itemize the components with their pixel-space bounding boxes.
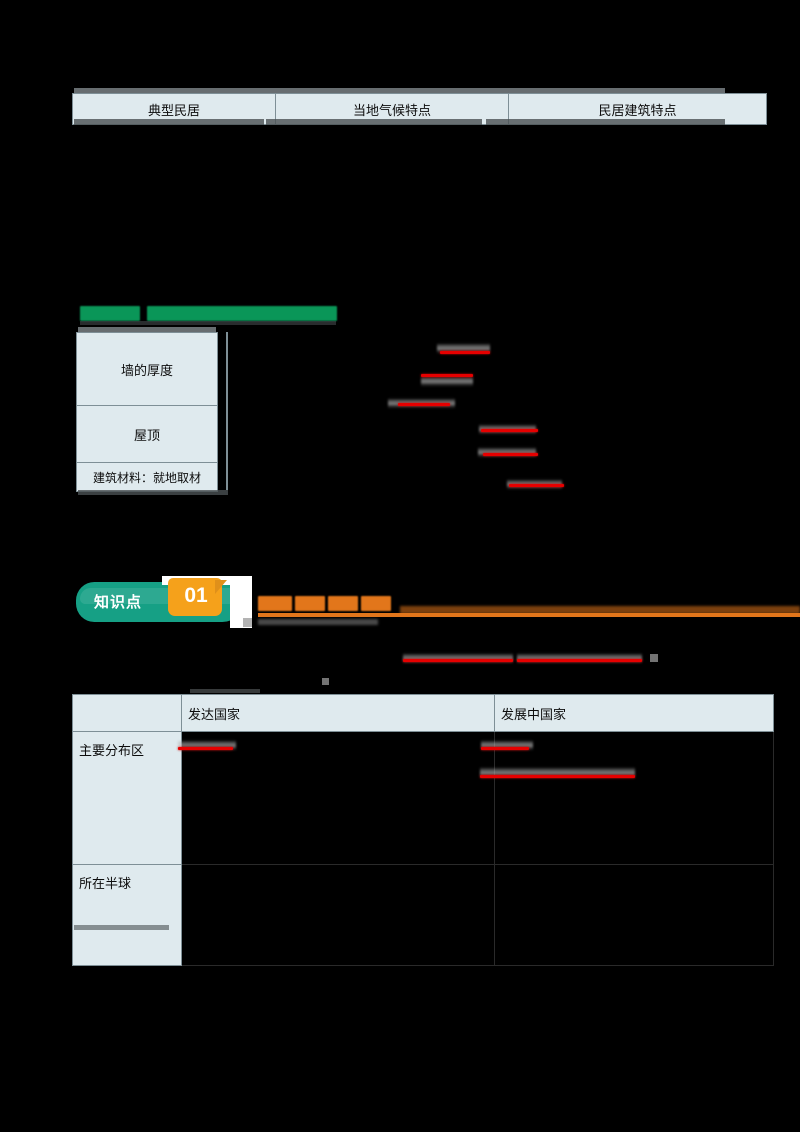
redacted-answer-10 — [481, 740, 533, 751]
orange-heading-glow — [400, 606, 800, 614]
redacted-answer-9 — [178, 740, 236, 751]
column-header-developed-countries: 发达国家 — [181, 694, 495, 732]
answer-underline-10 — [481, 747, 529, 750]
orange-heading-chunk-3 — [328, 596, 358, 611]
answer-underline-5 — [483, 453, 538, 456]
orange-heading-rule — [258, 613, 800, 617]
knowledge-point-badge: 知识点 01 — [76, 576, 252, 628]
knowledge-point-number: 01 — [184, 584, 208, 607]
answer-underline-3 — [398, 403, 450, 406]
top-table-bottom-bar — [74, 119, 264, 125]
badge-white-right-mask — [230, 576, 252, 628]
marker-square-left — [243, 618, 252, 627]
table-row-header: 发达国家 发展中国家 — [72, 694, 774, 732]
countries-comparison-table: 发达国家 发展中国家 主要分布区 所在半球 — [72, 694, 774, 966]
answer-underline-11 — [480, 775, 635, 778]
redacted-answer-5 — [478, 447, 536, 458]
top-table-bottom-bar-2 — [266, 119, 482, 125]
orange-heading-chunk-2 — [295, 596, 325, 611]
answer-underline-8 — [517, 659, 642, 662]
orange-section-heading — [258, 596, 391, 611]
green-heading-underbar — [80, 321, 336, 325]
answer-underline-9 — [178, 747, 233, 750]
redacted-answer-7 — [403, 653, 513, 664]
orange-heading-subtext — [258, 619, 378, 625]
dwelling-features-table: 墙的厚度 屋顶 建筑材料：就地取材 — [76, 332, 218, 492]
row-label-wall-thickness: 墙的厚度 — [76, 332, 218, 406]
table-row: 墙的厚度 — [76, 332, 218, 406]
answer-underline-7 — [403, 659, 513, 662]
corner-cell — [72, 694, 182, 732]
redacted-answer-2 — [421, 376, 473, 387]
orange-heading-chunk-1 — [258, 596, 292, 611]
green-heading-chunk-2 — [147, 306, 337, 321]
redacted-answer-1 — [437, 343, 490, 354]
table-row: 所在半球 — [72, 864, 774, 966]
mid-table-bottom-bar — [78, 490, 228, 495]
orange-heading-chunk-4 — [361, 596, 391, 611]
table-row: 建筑材料：就地取材 — [76, 462, 218, 492]
table-row: 屋顶 — [76, 405, 218, 463]
top-table-shadow-bar — [74, 88, 725, 93]
answer-underline-1 — [440, 351, 490, 354]
row-label-roof: 屋顶 — [76, 405, 218, 463]
bottom-table-top-bar — [190, 689, 260, 693]
answer-underline-6 — [509, 484, 564, 487]
column-header-developing-countries: 发展中国家 — [494, 694, 774, 732]
top-table-bottom-bar-3 — [486, 119, 725, 125]
marker-square-right — [650, 654, 658, 662]
answer-underline-2 — [421, 374, 473, 377]
bottom-table-bottom-bar — [74, 925, 169, 930]
cell-developed-hemisphere — [181, 864, 495, 966]
answer-underline-4 — [481, 429, 538, 432]
knowledge-point-number-tab — [168, 578, 222, 616]
mid-table-top-bar — [78, 327, 216, 332]
knowledge-point-label: 知识点 — [94, 594, 143, 611]
mid-table-right-rule — [226, 332, 228, 490]
row-label-building-material: 建筑材料：就地取材 — [76, 462, 218, 492]
cell-developing-hemisphere — [494, 864, 774, 966]
green-heading-chunk-1 — [80, 306, 140, 321]
table-row: 主要分布区 — [72, 731, 774, 865]
cell-developing-distribution — [494, 731, 774, 865]
row-label-main-distribution: 主要分布区 — [72, 731, 182, 865]
row-label-hemisphere: 所在半球 — [72, 864, 182, 966]
redacted-answer-8 — [517, 653, 642, 664]
marker-square-small — [322, 678, 329, 685]
cell-developed-distribution — [181, 731, 495, 865]
green-section-heading — [80, 306, 337, 321]
